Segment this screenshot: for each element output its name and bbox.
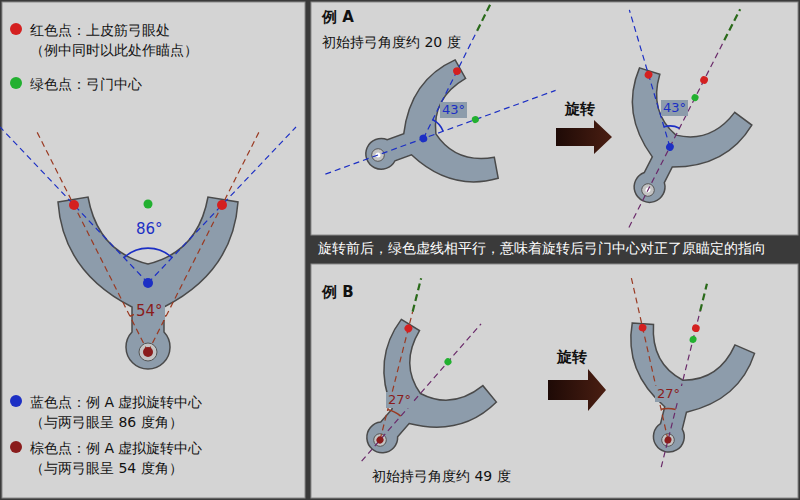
angle-arc <box>124 248 172 258</box>
aim-dash <box>335 312 458 440</box>
angle-arc <box>661 406 676 413</box>
angle-arc <box>664 122 679 134</box>
red-dot <box>452 66 462 76</box>
green-dot <box>690 93 699 102</box>
red-dot <box>643 70 653 80</box>
slingshot-body <box>325 317 499 491</box>
slingshot-body <box>604 319 755 466</box>
legend-item: 绿色点：弓门中心 <box>10 74 142 94</box>
slingshot-main <box>0 127 296 369</box>
legend-swatch <box>10 395 22 407</box>
slingshot-body <box>58 197 238 369</box>
green-dash <box>401 278 433 311</box>
aim-dash <box>582 10 717 147</box>
label: 旋转 <box>563 100 597 118</box>
slingshot-a-before <box>290 0 577 233</box>
label: 27° <box>386 392 413 408</box>
brown-dash <box>37 132 148 352</box>
legend-text: 棕色点：例 A 虚拟旋转中心 （与两弓眼呈 54 度角） <box>30 438 210 479</box>
brown-dot <box>664 436 672 444</box>
blue-dot <box>418 134 428 144</box>
rotate-arrow <box>548 369 606 411</box>
brown-dot <box>143 347 153 357</box>
label: 旋转 <box>555 348 589 366</box>
blue-dash <box>0 127 148 283</box>
brown-dash <box>148 132 259 352</box>
green-dot <box>443 357 453 367</box>
blue-dot <box>143 278 153 288</box>
label: 54° <box>134 302 165 320</box>
legend-swatch <box>10 77 22 89</box>
aim-dash <box>595 277 704 440</box>
rotate-arrow <box>556 120 612 154</box>
green-dash <box>470 4 498 31</box>
label: 例 A <box>320 8 356 26</box>
brown-dot <box>375 435 385 445</box>
ring-hole <box>139 343 157 361</box>
green-dash <box>700 284 707 311</box>
axis-dash <box>362 324 481 461</box>
label: 初始持弓角度约 20 度 <box>320 34 463 51</box>
ring-hole <box>660 432 675 447</box>
legend-text: 绿色点：弓门中心 <box>30 74 142 94</box>
label: 27° <box>655 386 682 402</box>
slingshot-body <box>345 59 501 219</box>
green-dot <box>471 115 480 124</box>
legend-text: 蓝色点：例 A 虚拟旋转中心 （与两弓眼呈 86 度角） <box>30 392 210 433</box>
label: 43° <box>440 102 467 118</box>
slingshot-a-after <box>541 0 796 256</box>
panel-a <box>311 2 798 235</box>
banner-note: 旋转前后，绿色虚线相平行，意味着旋转后弓门中心对正了原瞄定的指向 <box>316 240 768 257</box>
green-dot <box>144 200 153 209</box>
green-dot <box>689 335 697 343</box>
slingshot-b-before <box>305 274 529 500</box>
red-dot <box>403 323 414 334</box>
panel-b <box>311 264 798 498</box>
angle-arc <box>388 407 401 419</box>
legend-swatch <box>10 441 22 453</box>
legend-item: 棕色点：例 A 虚拟旋转中心 （与两弓眼呈 54 度角） <box>10 438 210 479</box>
red-dot <box>69 200 79 210</box>
legend-text: 红色点：上皮筋弓眼处 （例中同时以此处作瞄点） <box>30 20 200 61</box>
red-dot <box>638 323 647 332</box>
label: 86° <box>134 220 165 238</box>
axis-dash <box>325 90 555 174</box>
legend-swatch <box>10 23 22 35</box>
legend-item: 红色点：上皮筋弓眼处 （例中同时以此处作瞄点） <box>10 20 200 61</box>
slingshot-b-after <box>588 266 768 483</box>
red-dot <box>699 75 709 85</box>
legend-item: 蓝色点：例 A 虚拟旋转中心 （与两弓眼呈 86 度角） <box>10 392 210 433</box>
angle-arc <box>433 118 443 134</box>
blue-dot <box>665 142 675 152</box>
label: 43° <box>661 100 688 116</box>
ring-hole <box>371 431 389 449</box>
green-dash <box>724 9 740 40</box>
red-dot <box>691 324 700 333</box>
red-dot <box>217 200 227 210</box>
slingshot-body <box>586 65 753 230</box>
axis-dash <box>629 40 724 227</box>
label: 初始持弓角度约 49 度 <box>370 468 513 485</box>
label: 例 B <box>320 283 356 301</box>
left-panel <box>2 2 305 498</box>
blue-dash <box>148 127 296 283</box>
